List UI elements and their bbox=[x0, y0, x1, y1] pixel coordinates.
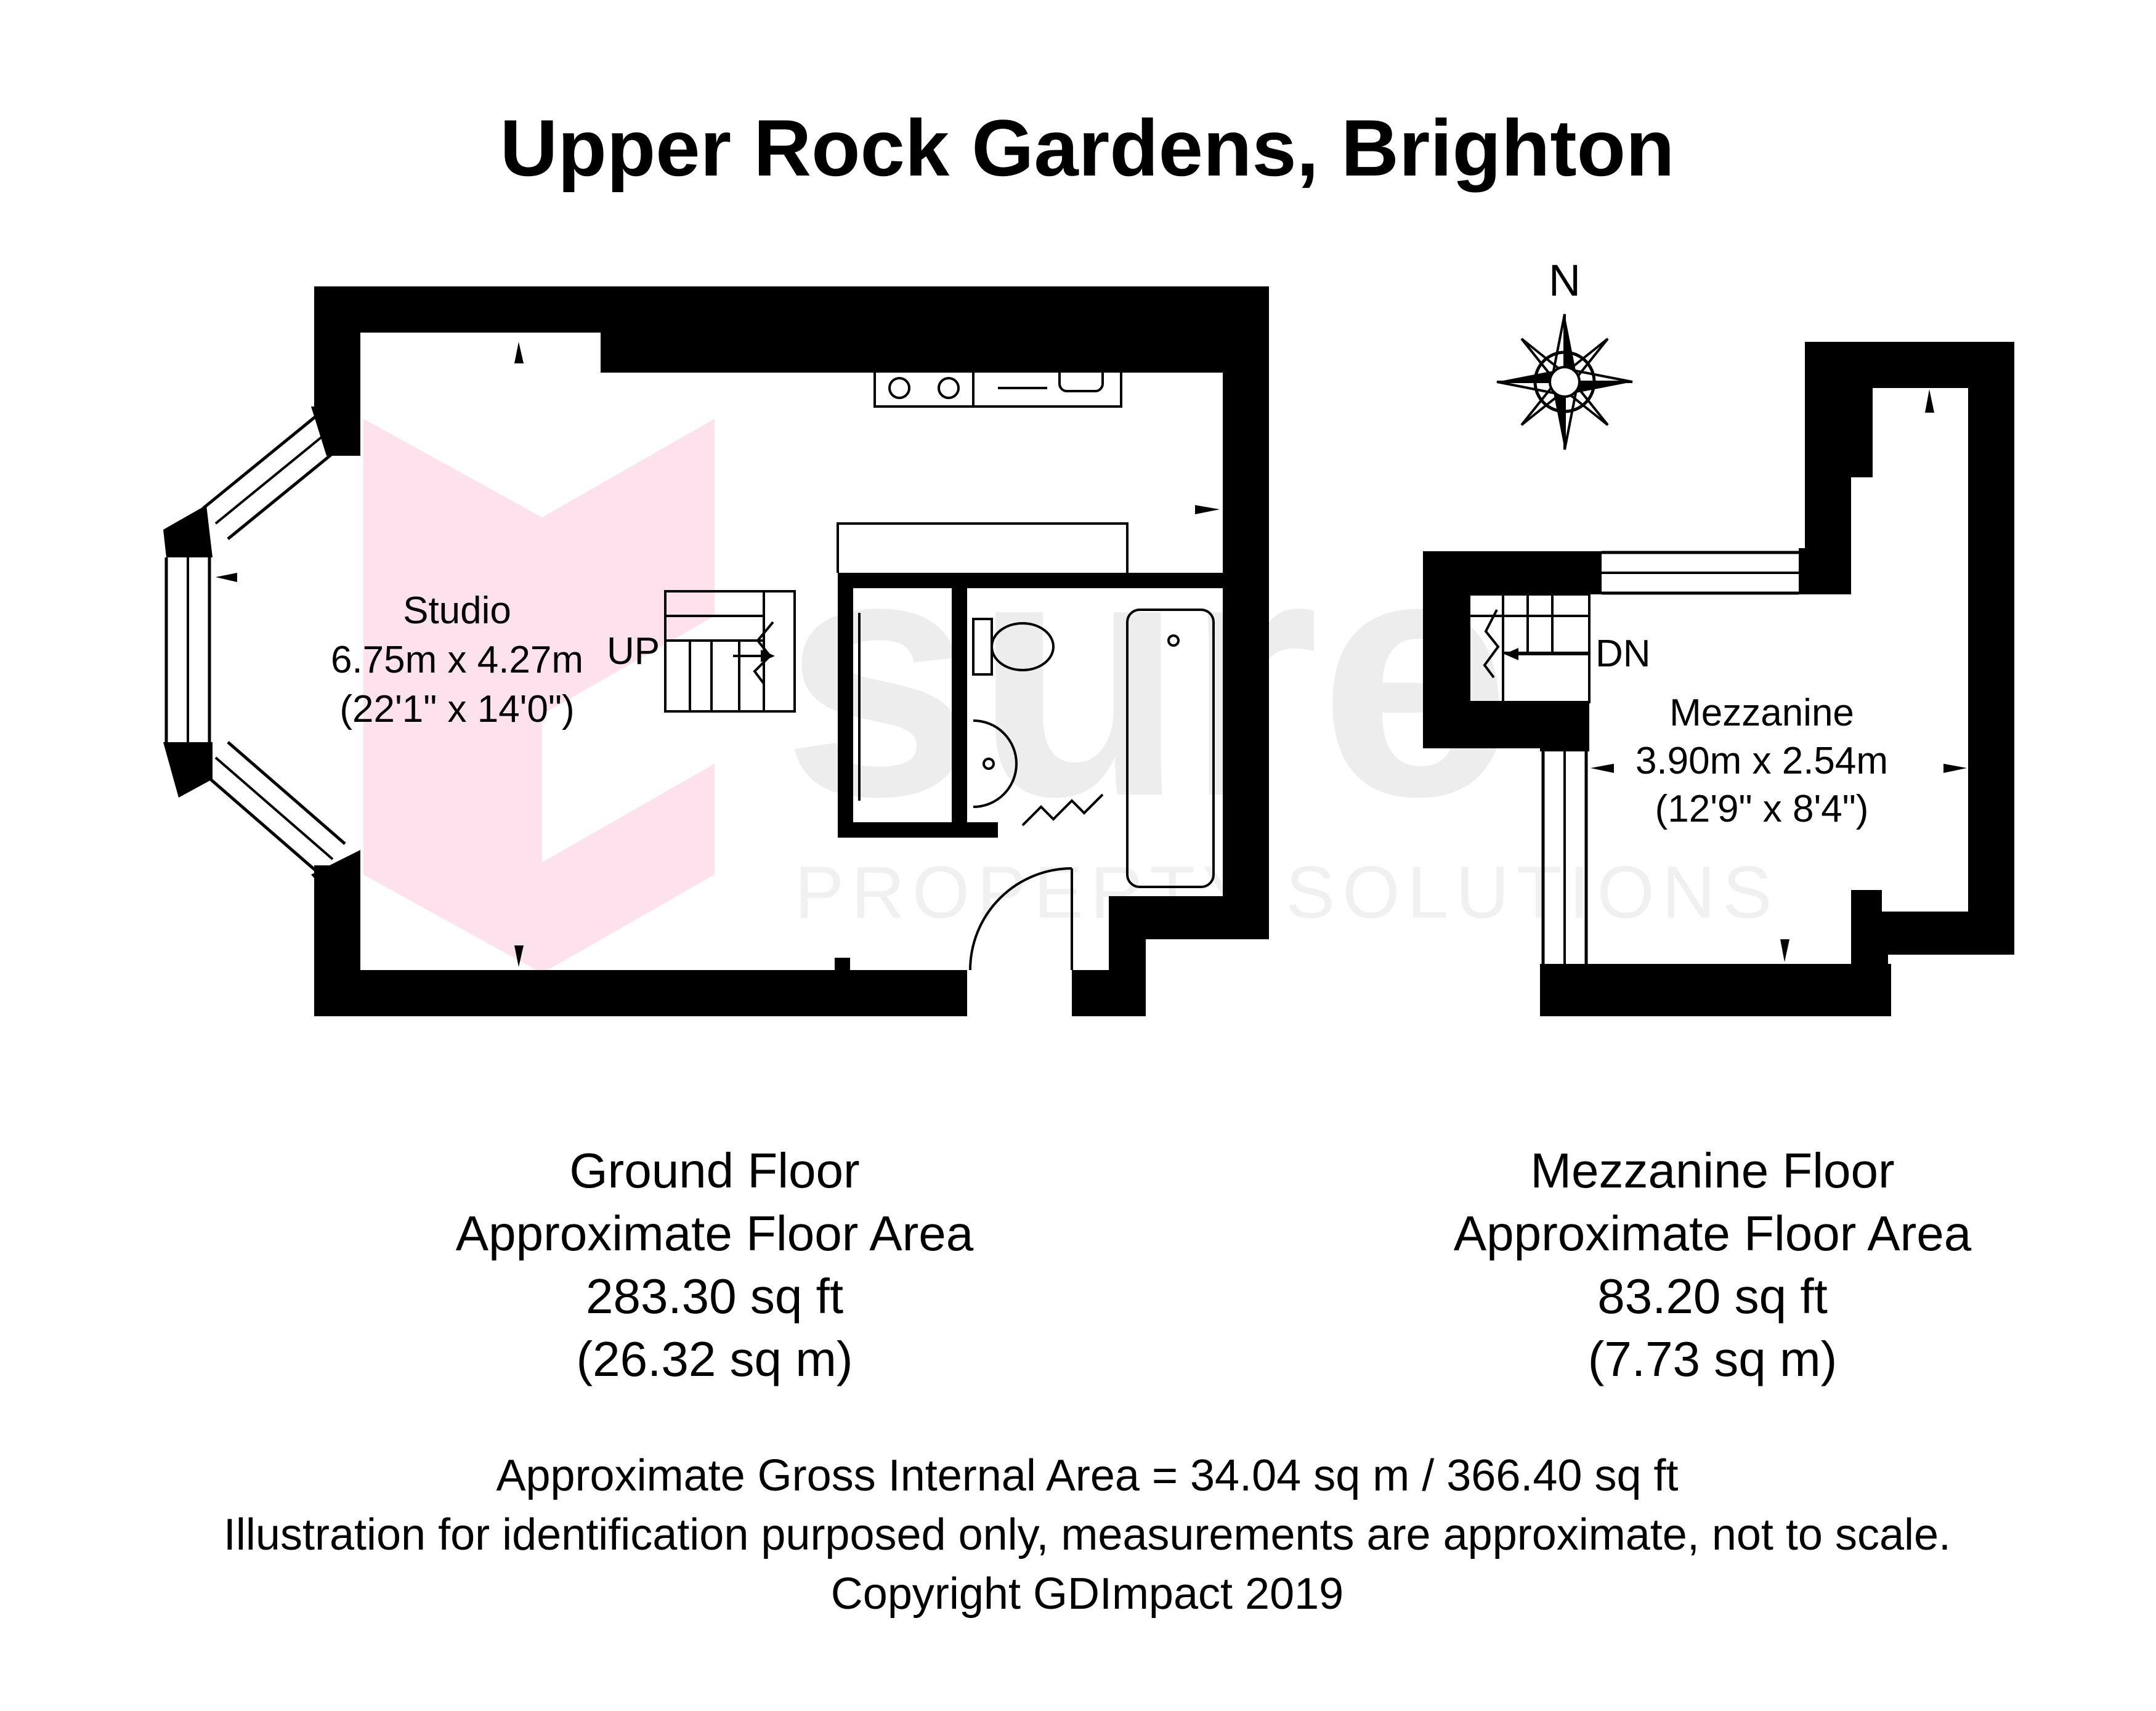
wall-top-left bbox=[314, 286, 604, 333]
partition-bottom bbox=[838, 822, 967, 838]
hob-burner bbox=[888, 377, 910, 399]
mezzanine-floor-area-label: Approximate Floor Area bbox=[1454, 1206, 1972, 1261]
bay-joint-upper-left bbox=[163, 505, 213, 557]
mezzanine-dimensions-imperial: (12'9" x 8'4") bbox=[1655, 788, 1869, 830]
partition-top bbox=[838, 573, 1223, 588]
stairs-up-label: UP bbox=[607, 630, 660, 673]
footer: Approximate Gross Internal Area = 34.04 … bbox=[224, 1451, 1951, 1619]
mz-wall-inner-notch bbox=[1805, 388, 1873, 477]
dim-arrow-left bbox=[216, 573, 237, 582]
dim-arrow-right bbox=[1195, 505, 1220, 514]
partition-bath bbox=[967, 822, 998, 838]
wall-top-right bbox=[601, 286, 1269, 373]
watermark-tagline: PROPERTY SOLUTIONS bbox=[795, 851, 1780, 934]
compass-north-label: N bbox=[1549, 256, 1581, 305]
mezzanine-name: Mezzanine bbox=[1669, 692, 1854, 734]
dim-arrow-top bbox=[514, 342, 524, 363]
wash-basin bbox=[973, 719, 1018, 808]
mz-wall-stair-corner bbox=[1540, 702, 1589, 751]
mezzanine-floor-name: Mezzanine Floor bbox=[1530, 1143, 1894, 1198]
copyright: Copyright GDImpact 2019 bbox=[831, 1569, 1343, 1619]
mz-window-left bbox=[1541, 751, 1588, 964]
studio-dimensions-imperial: (22'1" x 14'0") bbox=[339, 688, 574, 730]
page-title: Upper Rock Gardens, Brighton bbox=[500, 103, 1675, 193]
wall-left-upper bbox=[314, 286, 360, 416]
mz-wall-bottom-right bbox=[1851, 912, 1888, 1016]
staircase-ground bbox=[664, 590, 796, 713]
watermark-brand: sure bbox=[782, 482, 1511, 868]
watermark-hexagon bbox=[363, 419, 715, 973]
cupboard-outline bbox=[837, 522, 1129, 573]
dim-arrow-bottom bbox=[514, 945, 524, 967]
mz-wall-bottom bbox=[1540, 964, 1891, 1016]
mz-dim-arrow-top bbox=[1925, 389, 1934, 413]
disclaimer: Illustration for identification purposed… bbox=[224, 1510, 1951, 1559]
entrance-door bbox=[969, 867, 1073, 971]
bay-window-lower bbox=[202, 741, 346, 876]
ground-floor-sqm: (26.32 sq m) bbox=[576, 1332, 853, 1386]
studio-name: Studio bbox=[403, 589, 511, 632]
mz-dim-arrow-right bbox=[1943, 764, 1967, 773]
ground-floor-sqft: 283.30 sq ft bbox=[586, 1269, 843, 1324]
hob-burner bbox=[938, 377, 960, 399]
compass-rose: N bbox=[1496, 256, 1633, 450]
mz-window-top bbox=[1602, 551, 1799, 595]
mz-dim-arrow-left bbox=[1591, 764, 1614, 773]
mezzanine-dimensions-metric: 3.90m x 2.54m bbox=[1635, 740, 1888, 782]
ground-floor-area-label: Approximate Floor Area bbox=[456, 1206, 974, 1261]
gross-area: Approximate Gross Internal Area = 34.04 … bbox=[496, 1451, 1678, 1500]
wall-bottom-left bbox=[314, 970, 967, 1016]
sliding-door bbox=[1021, 793, 1104, 827]
ground-floor-name: Ground Floor bbox=[569, 1143, 859, 1198]
kitchen-counter bbox=[873, 331, 1122, 408]
mezzanine-floor-sqft: 83.20 sq ft bbox=[1597, 1269, 1828, 1324]
partition-mid bbox=[952, 573, 967, 838]
bay-joint-lower-left bbox=[163, 742, 213, 798]
mz-wall-right bbox=[1968, 342, 2014, 955]
staircase-mezzanine bbox=[1468, 593, 1591, 703]
bay-window-upper bbox=[202, 411, 346, 540]
studio-dimensions-metric: 6.75m x 4.27m bbox=[331, 639, 583, 681]
mezzanine-floor-plan: DN Mezzanine 3.90m x 2.54m (12'9" x 8'4"… bbox=[1423, 342, 2014, 1016]
mz-wall-bottom-left bbox=[1540, 964, 1586, 1016]
toilet bbox=[972, 618, 1055, 676]
hob-burner bbox=[938, 341, 960, 363]
mz-wall-right-bottom bbox=[1876, 912, 2014, 955]
mz-wall-step bbox=[1799, 548, 1851, 594]
mezzanine-floor-sqm: (7.73 sq m) bbox=[1588, 1332, 1838, 1386]
bay-joint-bottom bbox=[311, 850, 360, 899]
partition-left bbox=[838, 573, 853, 838]
sink bbox=[1058, 347, 1104, 392]
wall-right bbox=[1223, 286, 1269, 939]
ground-floor-plan: UP Studio 6.75m x 4.27m (22'1" x 14'0") bbox=[163, 286, 1269, 1016]
bay-window-left bbox=[164, 557, 211, 742]
stairs-down-label: DN bbox=[1595, 633, 1651, 675]
wall-bath-step-down bbox=[1109, 896, 1146, 1016]
bay-joint-top bbox=[311, 407, 360, 456]
mezzanine-floor-caption: Mezzanine Floor Approximate Floor Area 8… bbox=[1454, 1143, 1972, 1386]
bath bbox=[1126, 609, 1215, 888]
ground-floor-caption: Ground Floor Approximate Floor Area 283.… bbox=[456, 1143, 974, 1386]
hob-burner bbox=[888, 341, 910, 363]
mz-dim-arrow-bottom bbox=[1780, 939, 1789, 962]
partition-post bbox=[835, 958, 850, 973]
watermark-logo: sure PROPERTY SOLUTIONS bbox=[363, 419, 1780, 973]
